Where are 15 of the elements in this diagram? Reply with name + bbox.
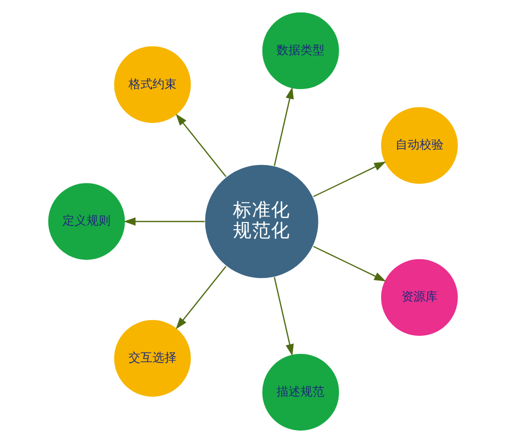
arrow: [123, 217, 204, 226]
arrow: [273, 87, 294, 166]
node-circle: 定义规则: [46, 182, 126, 261]
node-circle: 标准化 规范化: [204, 164, 319, 280]
node-circle: 交互选择: [112, 319, 192, 398]
node-circle: 格式约束: [112, 45, 192, 124]
arrow: [312, 162, 386, 198]
node-circle: 描述规范: [260, 352, 340, 432]
arrow: [175, 266, 226, 330]
arrow: [175, 114, 226, 178]
node-circle: 自动校验: [380, 106, 458, 185]
node-circle: 数据类型: [260, 12, 340, 90]
arrow: [273, 277, 294, 356]
arrow: [312, 246, 386, 282]
node-circle: 资源库: [380, 258, 458, 337]
